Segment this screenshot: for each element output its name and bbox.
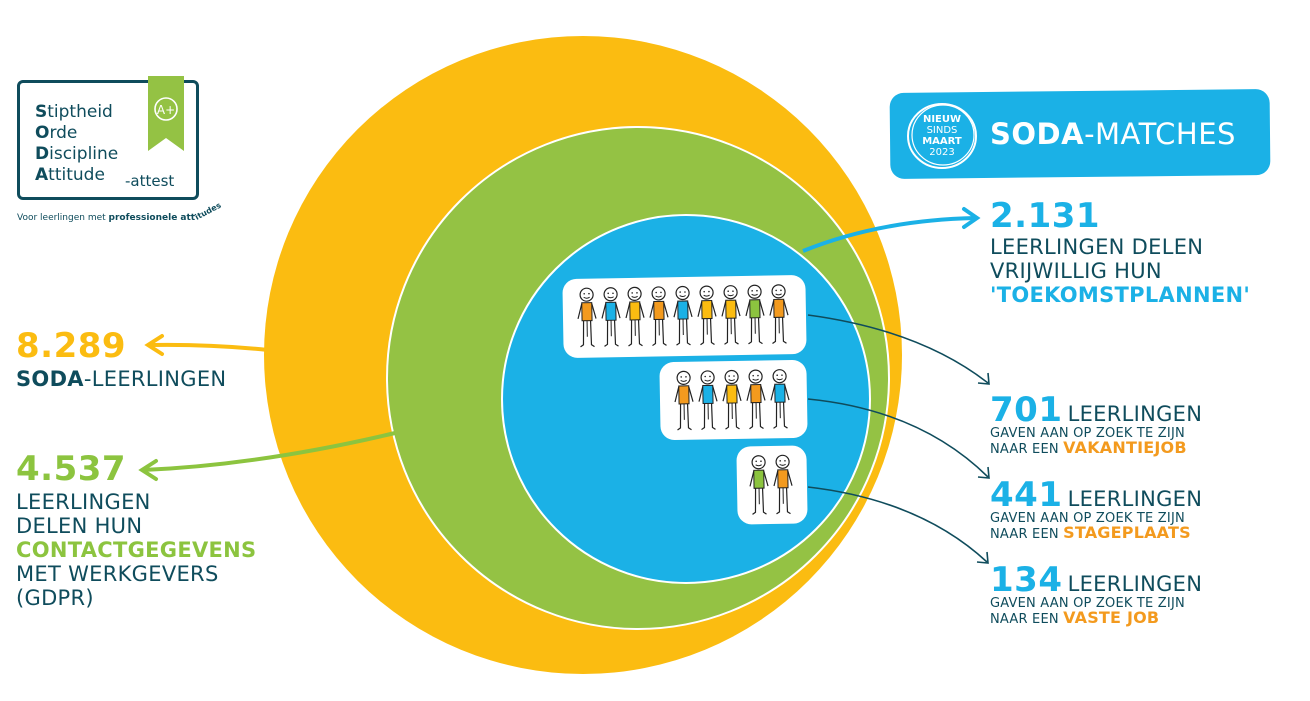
arrowhead-match-vaste-job (976, 551, 989, 564)
ribbon-badge-icon: A+ (148, 76, 184, 151)
people-box-stageplaats (659, 359, 808, 441)
logo-line: Stiptheid (35, 102, 118, 123)
match-line: GAVEN AAN OP ZOEK TE ZIJN (990, 426, 1185, 441)
banner-title-bold: SODA (990, 117, 1085, 151)
person-icon (697, 285, 717, 346)
person-icon (746, 369, 766, 430)
match-count: 134 (990, 560, 1063, 600)
stat-highlight: CONTACTGEGEVENS (16, 538, 257, 562)
future-plans-stat: 2.131 LEERLINGEN DELEN VRIJWILLIG HUN 'T… (990, 199, 1250, 307)
person-icon (577, 287, 597, 348)
person-icon (698, 370, 718, 431)
arrowhead-soda-students (144, 334, 164, 356)
logo-line: Orde (35, 123, 118, 144)
stat-highlight: 'TOEKOMSTPLANNEN' (990, 283, 1251, 307)
arrowhead-future-plans (962, 207, 981, 229)
match-line-prefix: NAAR EEN (990, 612, 1064, 627)
soda-students-label: SODA-LEERLINGEN (16, 367, 226, 391)
arrow-match-stageplaats (807, 398, 989, 478)
soda-students-stat: 8.289 SODA-LEERLINGEN (16, 329, 226, 391)
logo-word: ttitude (48, 165, 105, 185)
logo-initial: D (35, 144, 50, 164)
badge-line: SINDS (927, 125, 958, 136)
match-stageplaats: 441 LEERLINGEN GAVEN AAN OP ZOEK TE ZIJN… (990, 478, 1202, 542)
banner-title-rest: -MATCHES (1084, 117, 1236, 151)
stat-line: MET WERKGEVERS (16, 562, 219, 586)
match-target: STAGEPLAATS (1063, 523, 1191, 542)
banner-title: SODA-MATCHES (990, 117, 1236, 151)
person-icon (649, 286, 669, 347)
soda-students-count: 8.289 (16, 326, 127, 366)
logo-suffix: -attest (125, 172, 175, 190)
match-vakantiejob: 701 LEERLINGEN GAVEN AAN OP ZOEK TE ZIJN… (990, 393, 1202, 457)
logo-line: Attitude (35, 165, 118, 186)
stat-line: (GDPR) (16, 586, 94, 610)
arrowhead-match-vakantiejob (977, 372, 990, 385)
arrow-soda-students (149, 342, 269, 352)
stat-line: DELEN HUN (16, 514, 143, 538)
match-line: GAVEN AAN OP ZOEK TE ZIJN (990, 596, 1185, 611)
label-bold: SODA (16, 367, 84, 391)
match-vaste-job: 134 LEERLINGEN GAVEN AAN OP ZOEK TE ZIJN… (990, 563, 1202, 627)
arrowhead-match-stageplaats (977, 466, 990, 479)
person-icon (773, 454, 793, 515)
arrowhead-contact-sharing (138, 459, 158, 481)
contact-sharing-stat: 4.537 LEERLINGEN DELEN HUN CONTACTGEGEVE… (16, 452, 256, 610)
person-icon (769, 284, 789, 344)
tagline-bold: professionele att (108, 213, 196, 223)
logo-word: iscipline (49, 144, 119, 164)
logo-initial: O (35, 123, 50, 143)
logo-tagline: Voor leerlingen met professionele attitu… (17, 201, 223, 223)
future-plans-count: 2.131 (990, 196, 1101, 236)
badge-line: 2023 (929, 147, 954, 158)
match-unit: LEERLINGEN (1067, 487, 1203, 511)
match-count: 441 (990, 475, 1063, 515)
logo-word: rde (49, 123, 78, 143)
match-count: 701 (990, 390, 1063, 430)
match-line-prefix: NAAR EEN (990, 442, 1064, 457)
person-icon (601, 287, 621, 347)
stat-line: VRIJWILLIG HUN (990, 259, 1162, 283)
label-rest: -LEERLINGEN (83, 367, 227, 391)
match-target: VAKANTIEJOB (1063, 438, 1187, 457)
new-since-badge-icon: NIEUW SINDS MAART 2023 (907, 103, 977, 169)
logo-initial: S (35, 102, 48, 122)
logo-line: Discipline (35, 144, 118, 165)
person-icon (673, 285, 693, 346)
arrow-future-plans (802, 216, 976, 253)
badge-text: A+ (157, 103, 175, 117)
badge-line: NIEUW (923, 114, 961, 125)
person-icon (625, 286, 645, 347)
logo-words: Stiptheid Orde Discipline Attitude (35, 102, 118, 186)
contact-sharing-count: 4.537 (16, 449, 127, 489)
logo-word: tiptheid (47, 102, 113, 122)
match-unit: LEERLINGEN (1067, 402, 1203, 426)
arrow-match-vakantiejob (807, 314, 989, 384)
match-line: GAVEN AAN OP ZOEK TE ZIJN (990, 511, 1185, 526)
people-box-vaste-job (736, 445, 808, 525)
match-line-prefix: NAAR EEN (990, 527, 1064, 542)
logo-initial: A (35, 165, 49, 185)
person-icon (745, 284, 765, 345)
tagline-prefix: Voor leerlingen met (17, 213, 109, 223)
person-icon (721, 285, 741, 345)
people-box-vakantiejob (562, 274, 807, 359)
person-icon (749, 455, 769, 515)
match-target: VASTE JOB (1063, 608, 1160, 627)
badge-line: MAART (922, 136, 962, 147)
match-unit: LEERLINGEN (1067, 572, 1203, 596)
person-icon (674, 370, 694, 431)
person-icon (722, 369, 742, 430)
stat-line: LEERLINGEN DELEN (990, 235, 1204, 259)
arrow-contact-sharing (142, 431, 396, 472)
person-icon (770, 369, 790, 429)
stat-line: LEERLINGEN (16, 490, 151, 514)
arrow-match-vaste-job (807, 486, 988, 563)
